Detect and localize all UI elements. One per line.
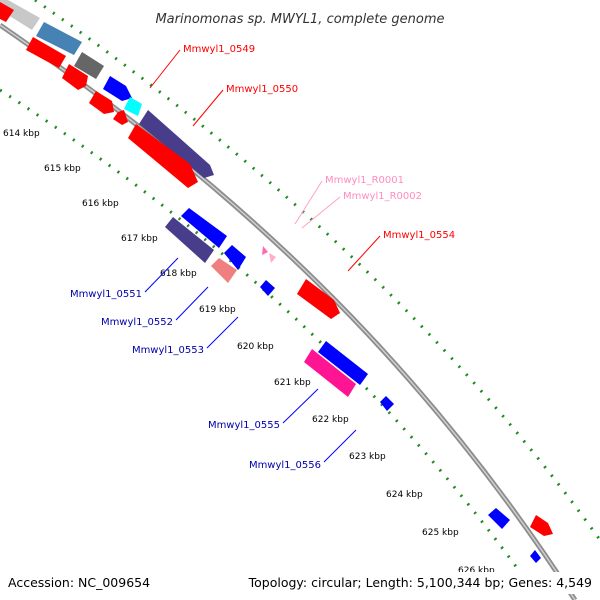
gene-deeppink[interactable] — [304, 349, 356, 397]
gene-label-0555[interactable]: Mmwyl1_0555 — [208, 420, 280, 431]
footer-background — [258, 572, 600, 594]
leader-line — [294, 180, 323, 225]
tick-label: 615 kbp — [44, 164, 81, 174]
tick-label: 621 kbp — [274, 378, 311, 388]
gene-blue[interactable] — [224, 245, 246, 270]
reverse-labels: Mmwyl1_0551 Mmwyl1_0552 Mmwyl1_0553 Mmwy… — [70, 257, 357, 471]
gene-blue-small[interactable] — [260, 280, 275, 296]
gene-red[interactable] — [0, 2, 14, 22]
inner-dotted-guide — [0, 88, 542, 600]
gene-darkgrey[interactable] — [74, 52, 104, 79]
gene-label-0549[interactable]: Mmwyl1_0549 — [183, 44, 255, 55]
tick-label: 619 kbp — [199, 305, 236, 315]
gene-red-small[interactable] — [113, 110, 128, 125]
leader-line — [175, 286, 209, 321]
gene-label-0556[interactable]: Mmwyl1_0556 — [249, 460, 321, 471]
leader-line — [144, 257, 179, 293]
gene-blue-small[interactable] — [530, 550, 541, 563]
gene-cyan[interactable] — [124, 97, 142, 116]
gene-red[interactable] — [297, 279, 340, 319]
rna-pink[interactable] — [269, 253, 276, 263]
gene-blue[interactable] — [103, 76, 132, 101]
gene-steelblue[interactable] — [36, 22, 82, 55]
leader-line — [149, 49, 181, 89]
leader-line — [323, 429, 357, 463]
gene-red[interactable] — [26, 37, 66, 68]
gene-red[interactable] — [128, 124, 198, 188]
tick-label: 626 kbp — [458, 566, 495, 576]
outer-dotted-guide — [34, 0, 600, 541]
tick-labels: 614 kbp 615 kbp 616 kbp 617 kbp 618 kbp … — [3, 129, 495, 576]
gene-light-grey[interactable] — [0, 0, 40, 30]
forward-labels: Mmwyl1_0549 Mmwyl1_0550 Mmwyl1_0554 — [149, 44, 455, 272]
gene-label-0550[interactable]: Mmwyl1_0550 — [226, 84, 298, 95]
gene-blue[interactable] — [318, 341, 368, 385]
tick-label: 618 kbp — [160, 269, 197, 279]
accession-text: Accession: NC_009654 — [8, 575, 150, 590]
gene-red[interactable] — [530, 515, 553, 536]
gene-label-0554[interactable]: Mmwyl1_0554 — [383, 230, 455, 241]
gene-label-0553[interactable]: Mmwyl1_0553 — [132, 345, 204, 356]
gene-blue[interactable] — [181, 208, 227, 248]
genome-summary-text: Topology: circular; Length: 5,100,344 bp… — [248, 575, 592, 590]
leader-line — [206, 316, 239, 349]
leader-line — [301, 196, 341, 229]
tick-label: 623 kbp — [349, 452, 386, 462]
leader-line — [192, 89, 224, 127]
leader-line — [347, 235, 381, 272]
tick-label: 622 kbp — [312, 415, 349, 425]
tick-label: 625 kbp — [422, 528, 459, 538]
tick-label: 624 kbp — [386, 490, 423, 500]
gene-salmon[interactable] — [211, 258, 237, 283]
footer-background — [0, 572, 255, 594]
gene-slateblue[interactable] — [165, 217, 214, 263]
gene-label-0552[interactable]: Mmwyl1_0552 — [101, 317, 173, 328]
rna-pink[interactable] — [262, 246, 268, 255]
gene-label-R0001[interactable]: Mmwyl1_R0001 — [325, 175, 404, 186]
tick-label: 620 kbp — [237, 342, 274, 352]
gene-blue[interactable] — [488, 508, 510, 529]
reverse-features — [165, 208, 541, 563]
gene-slateblue[interactable] — [139, 110, 214, 178]
gene-label-0551[interactable]: Mmwyl1_0551 — [70, 289, 142, 300]
forward-features — [0, 0, 553, 536]
gene-red[interactable] — [62, 64, 88, 90]
gene-red[interactable] — [89, 91, 114, 114]
tick-label: 614 kbp — [3, 129, 40, 139]
tick-label: 617 kbp — [121, 234, 158, 244]
map-title: Marinomonas sp. MWYL1, complete genome — [155, 12, 444, 27]
leader-line — [282, 388, 319, 424]
gene-blue-small[interactable] — [380, 396, 394, 411]
tick-label: 616 kbp — [82, 199, 119, 209]
gene-label-R0002[interactable]: Mmwyl1_R0002 — [343, 191, 422, 202]
rna-labels: Mmwyl1_R0001 Mmwyl1_R0002 — [294, 175, 422, 229]
